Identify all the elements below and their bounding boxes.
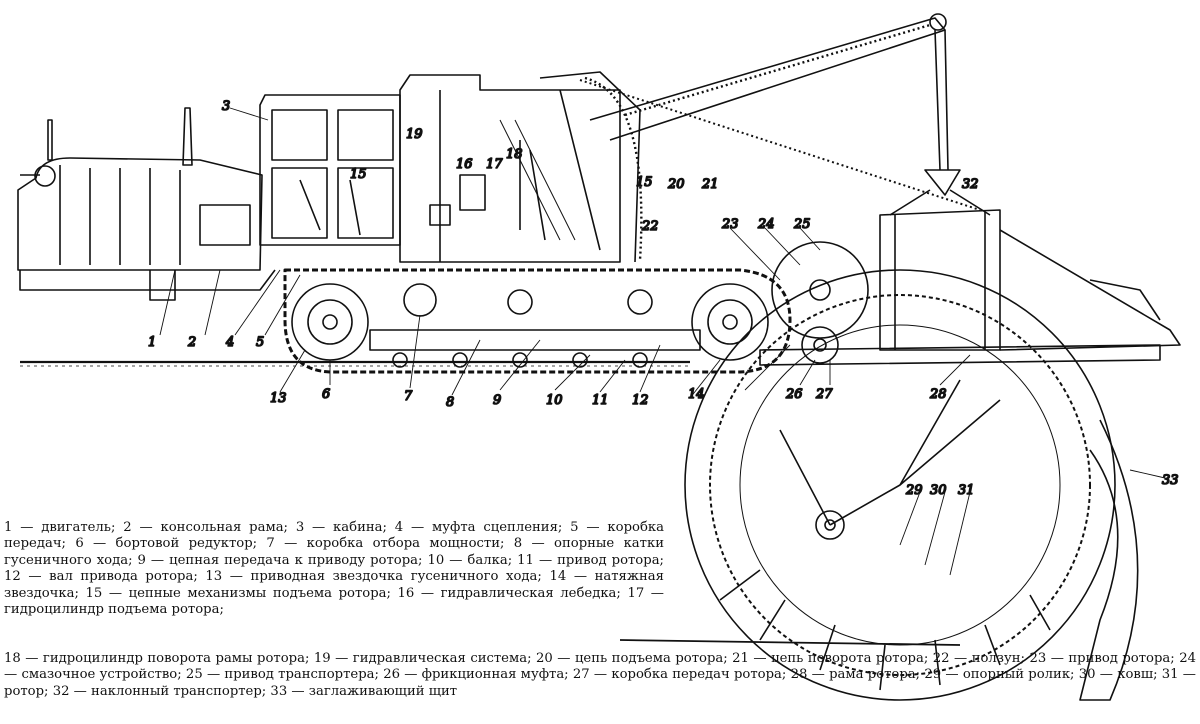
callout-26: 26	[785, 387, 803, 402]
callout-5: 5	[256, 335, 264, 350]
rotor-drive	[759, 241, 1161, 366]
rotor-lift-frame	[399, 71, 641, 263]
callout-12: 12	[632, 393, 649, 408]
callout-11: 11	[592, 393, 609, 408]
legend-bottom: 18 — гидроцилиндр поворота рамы ротора; …	[4, 651, 1196, 699]
callout-7: 7	[404, 389, 413, 404]
callout-19: 19	[406, 127, 423, 142]
callout-23: 23	[721, 217, 739, 232]
callout-6: 6	[322, 387, 330, 402]
callout-28: 28	[929, 387, 947, 402]
callout-20: 20	[667, 177, 685, 192]
callout-1: 1	[148, 335, 156, 350]
callout-22: 22	[641, 219, 659, 234]
rotor-wheel	[684, 269, 1139, 701]
crawler-track	[283, 268, 792, 374]
callout-24: 24	[757, 217, 775, 232]
callout-15b: 15	[350, 167, 367, 182]
callout-30: 30	[930, 483, 947, 498]
callout-2: 2	[187, 335, 196, 350]
callout-16: 16	[456, 157, 473, 172]
callout-9: 9	[493, 393, 501, 408]
callout-8: 8	[446, 395, 454, 410]
ground-line	[20, 360, 961, 646]
legend-left: 1 — двигатель; 2 — консольная рама; 3 — …	[4, 520, 664, 618]
leader-lines	[159, 107, 1166, 576]
inclined-transporter	[879, 209, 1181, 351]
callout-29: 29	[905, 483, 923, 498]
callout-13: 13	[270, 391, 287, 406]
callout-21: 21	[701, 177, 719, 192]
callout-31: 31	[958, 483, 975, 498]
callout-33: 33	[1162, 473, 1179, 488]
callout-18: 18	[506, 147, 523, 162]
engine-hood	[17, 107, 276, 301]
callout-17: 17	[486, 157, 503, 172]
callout-27: 27	[815, 387, 833, 402]
callout-32: 32	[962, 177, 979, 192]
callout-15a: 15	[636, 175, 653, 190]
callout-3: 3	[222, 99, 230, 114]
callout-14: 14	[688, 387, 705, 402]
cabin	[259, 94, 401, 246]
callout-4: 4	[225, 335, 234, 350]
callout-25: 25	[793, 217, 811, 232]
callout-10: 10	[546, 393, 563, 408]
